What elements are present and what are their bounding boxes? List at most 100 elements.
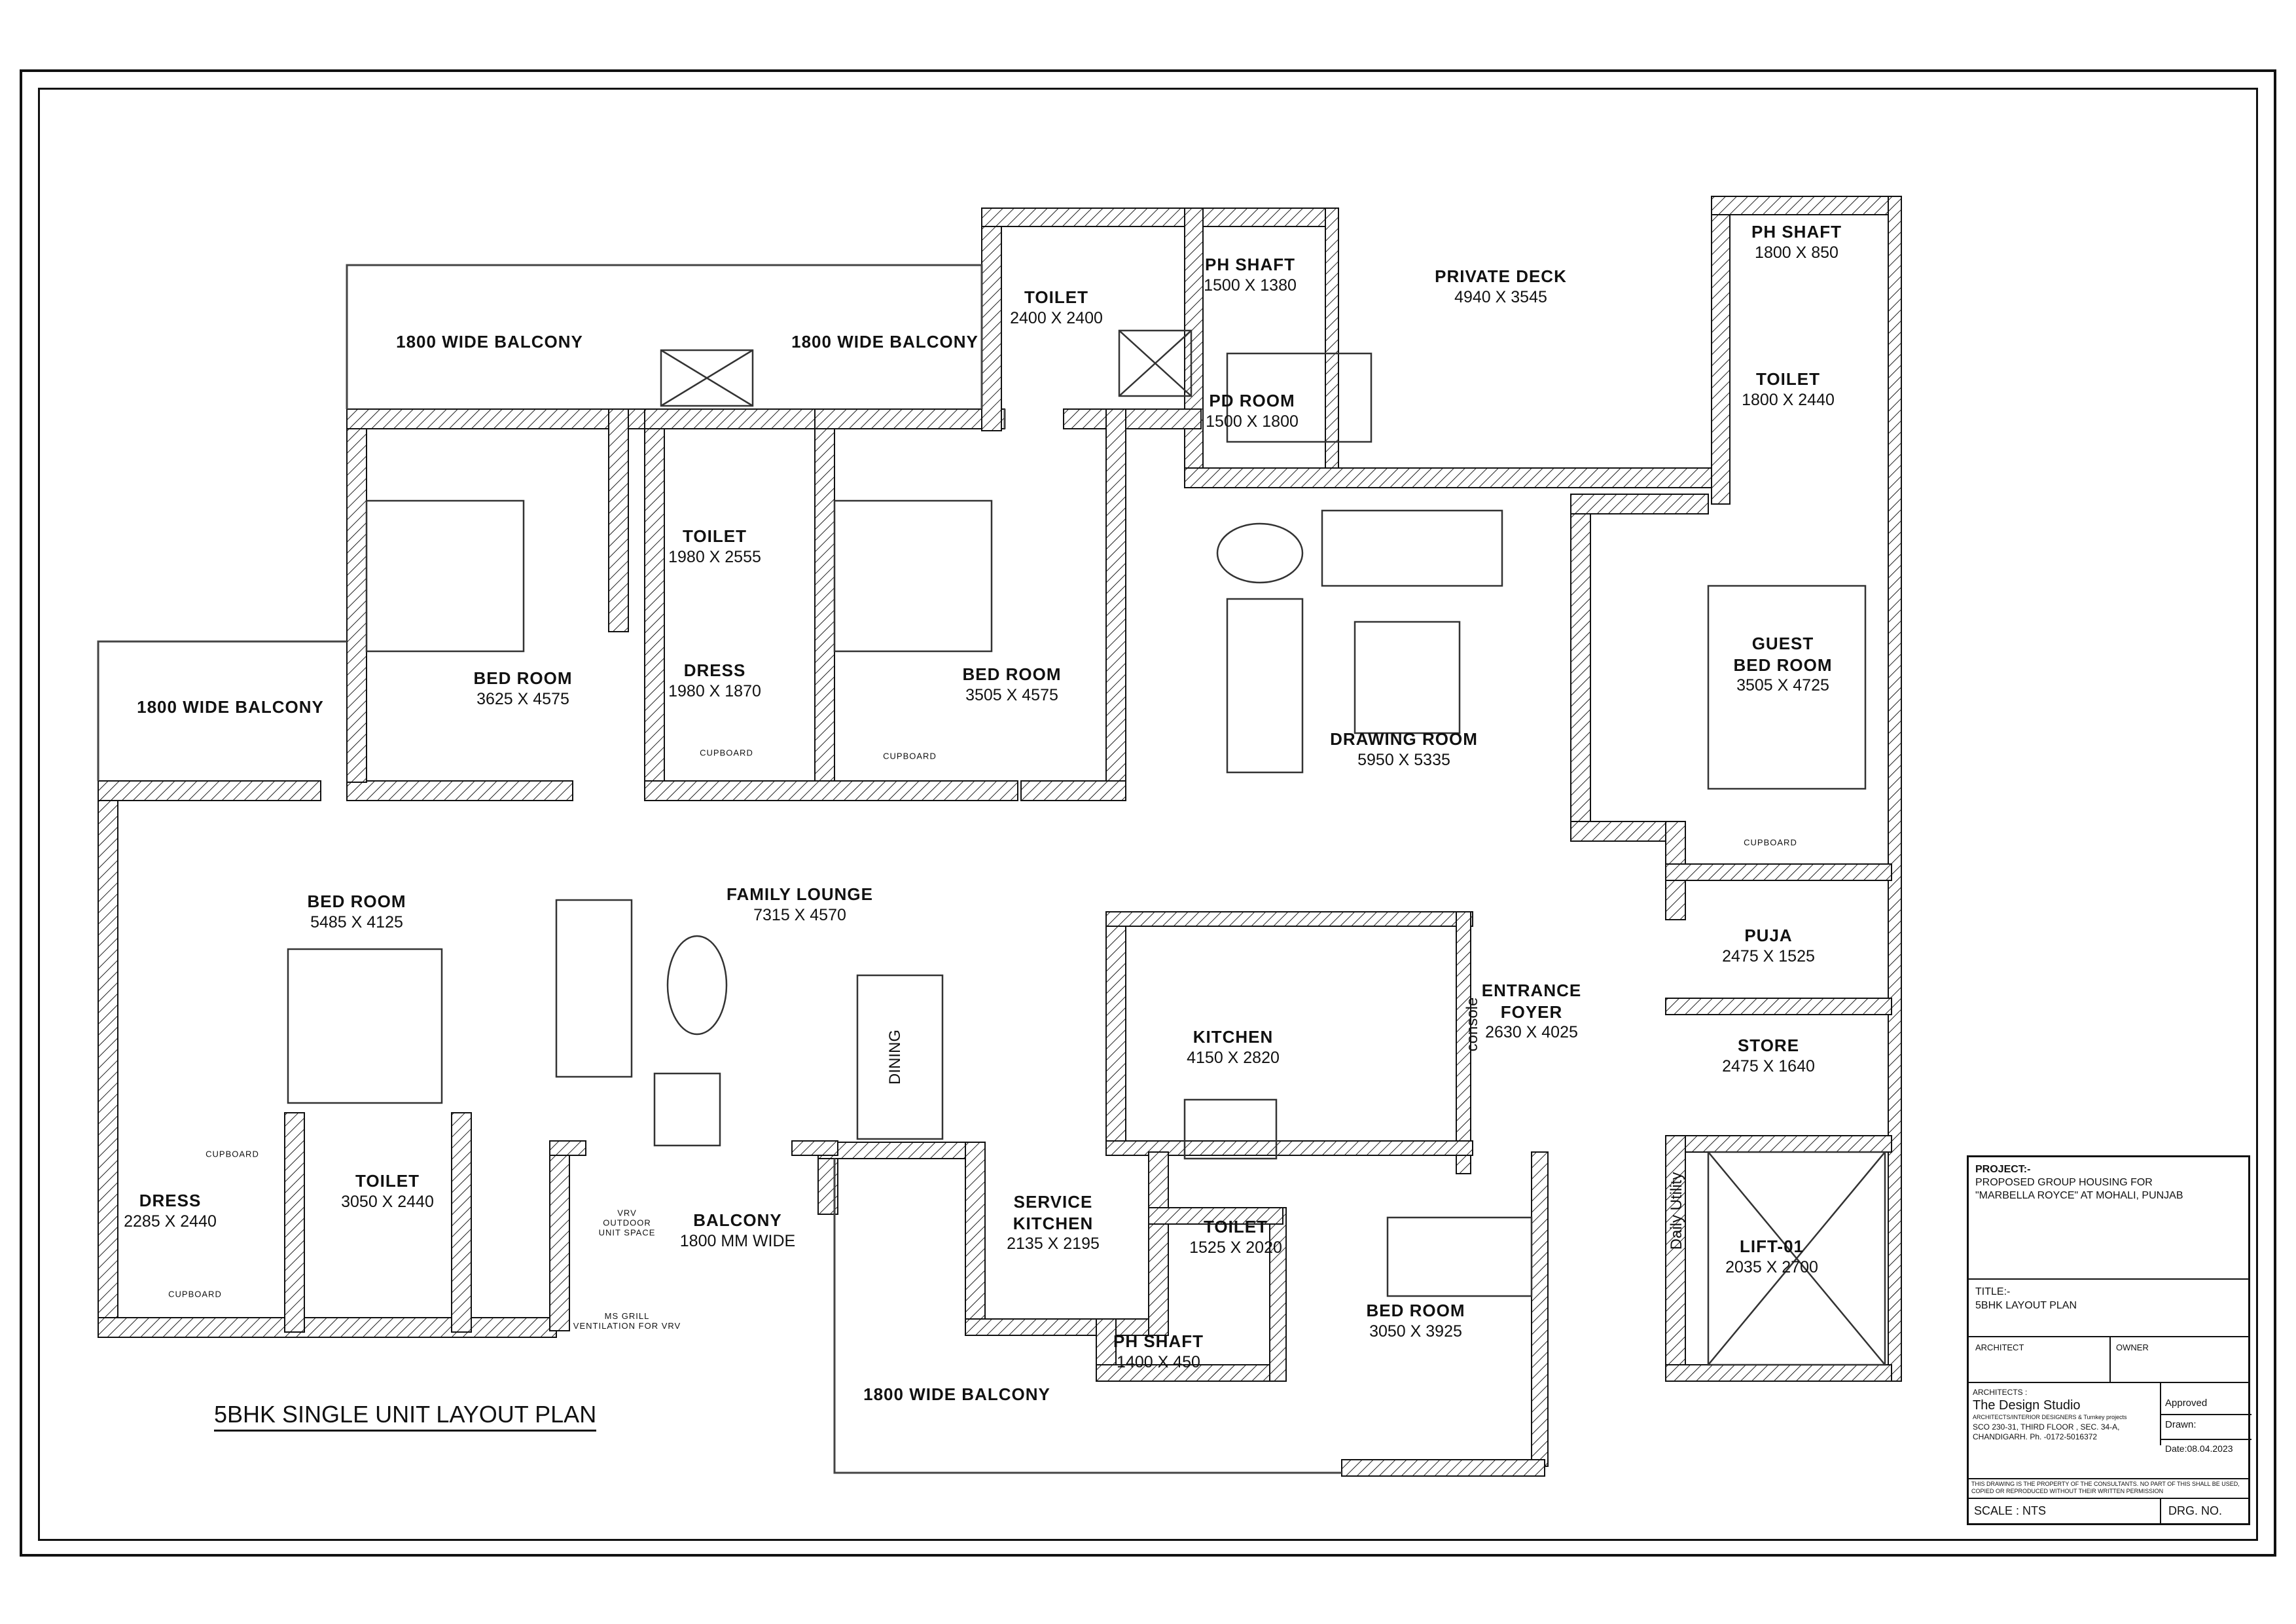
title-value: 5BHK LAYOUT PLAN (1975, 1300, 2077, 1311)
console-label: console (1463, 997, 1481, 1052)
room-dimensions: 3505 X 4725 (1736, 676, 1829, 695)
room-dimensions: 2630 X 4025 (1485, 1022, 1578, 1041)
room-label-balcony-s: 1800 WIDE BALCONY (863, 1384, 1050, 1405)
room-name: 1800 WIDE BALCONY (137, 696, 324, 717)
room-dimensions: 7315 X 4570 (753, 905, 846, 924)
room-name: 1800 WIDE BALCONY (396, 331, 583, 352)
architects-label: ARCHITECTS : (1973, 1388, 2028, 1397)
room-dimensions: 4940 X 3545 (1454, 287, 1547, 306)
room-name: PH SHAFT (1113, 1331, 1204, 1352)
room-dimensions: 3625 X 4575 (476, 689, 569, 708)
inner-border (38, 88, 2258, 1541)
room-name: BED ROOM (962, 664, 1062, 685)
balcony-rails (97, 264, 1342, 1474)
firm-name: The Design Studio (1973, 1398, 2081, 1413)
room-dimensions: 1500 X 1800 (1206, 412, 1299, 431)
vrv-label: VRV OUTDOOR UNIT SPACE (598, 1208, 656, 1238)
room-name: TOILET (355, 1171, 420, 1191)
room-name: DRESS (683, 660, 746, 681)
room-name: FAMILY LOUNGE (726, 884, 873, 905)
outer-border (20, 69, 2276, 1557)
approved-label: Approved (2165, 1398, 2208, 1409)
architect-label: ARCHITECT (1975, 1343, 2024, 1352)
room-name: TOILET (1024, 287, 1088, 308)
room-dimensions: 3050 X 2440 (341, 1192, 434, 1211)
room-dimensions: 2285 X 2440 (124, 1212, 217, 1231)
room-dimensions: 1500 X 1380 (1204, 276, 1297, 295)
title-block: PROJECT:- PROPOSED GROUP HOUSING FOR "MA… (1967, 1155, 2251, 1525)
title-label: TITLE:- (1975, 1286, 2011, 1297)
date-label: Date:08.04.2023 (2165, 1443, 2233, 1454)
room-dimensions: 1980 X 1870 (668, 681, 761, 700)
room-dimensions: 1525 X 2020 (1189, 1238, 1282, 1257)
plan-title: 5BHK SINGLE UNIT LAYOUT PLAN (214, 1401, 597, 1432)
room-name: TOILET (1756, 369, 1820, 389)
room-name: SERVICE KITCHEN (1013, 1191, 1094, 1233)
room-name: GUEST BED ROOM (1733, 633, 1833, 675)
room-name: 1800 WIDE BALCONY (863, 1384, 1050, 1404)
room-name: ENTRANCE FOYER (1481, 980, 1582, 1022)
room-name: KITCHEN (1193, 1027, 1274, 1047)
room-dimensions: 5485 X 4125 (310, 912, 403, 931)
room-dimensions: 1800 X 2440 (1742, 390, 1835, 409)
room-dimensions: 1400 X 450 (1117, 1352, 1200, 1371)
room-dimensions: 1800 X 850 (1755, 243, 1839, 262)
room-label-balcony-nw: 1800 WIDE BALCONY (396, 331, 583, 353)
room-name: DRAWING ROOM (1330, 729, 1478, 749)
room-dimensions: 2400 X 2400 (1010, 308, 1103, 327)
room-name: PRIVATE DECK (1435, 266, 1567, 287)
room-name: LIFT-01 (1739, 1236, 1804, 1257)
room-label-balcony-w: 1800 WIDE BALCONY (137, 696, 324, 718)
project-line1: PROPOSED GROUP HOUSING FOR (1975, 1177, 2153, 1188)
furniture (287, 329, 1886, 1366)
firm-desc: ARCHITECTS/INTERIOR DESIGNERS & Turnkey … (1973, 1414, 2127, 1420)
cupboard-label-3: CUPBOARD (1744, 837, 1797, 848)
room-dimensions: 3050 X 3925 (1369, 1322, 1462, 1341)
room-name: DRESS (139, 1191, 202, 1211)
cupboard-label-1: CUPBOARD (700, 748, 753, 758)
room-dimensions: 3505 X 4575 (965, 685, 1058, 704)
room-name: BED ROOM (307, 892, 406, 912)
room-dimensions: 5950 X 5335 (1357, 750, 1450, 769)
room-dimensions: 2475 X 1525 (1722, 947, 1815, 965)
room-dimensions: 2035 X 2700 (1725, 1257, 1818, 1276)
room-name: BED ROOM (1366, 1301, 1465, 1321)
drawn-label: Drawn: (2165, 1419, 2197, 1430)
room-label-balcony-n: 1800 WIDE BALCONY (791, 331, 978, 353)
room-name: BALCONY (693, 1210, 782, 1231)
owner-label: OWNER (2116, 1343, 2149, 1352)
cupboard-label-5: CUPBOARD (168, 1289, 222, 1299)
ms-grill-label: MS GRILL VENTILATION FOR VRV (573, 1311, 681, 1331)
room-name: PD ROOM (1209, 391, 1295, 411)
cupboard-label-2: CUPBOARD (883, 751, 937, 761)
room-name: PH SHAFT (1204, 255, 1295, 275)
firm-addr2: CHANDIGARH. Ph. -0172-5016372 (1973, 1432, 2098, 1441)
firm-addr1: SCO 230-31, THIRD FLOOR , SEC. 34-A, (1973, 1422, 2120, 1432)
drg-no-label: DRG. NO. (2168, 1504, 2223, 1517)
dining-label: DINING (886, 1030, 904, 1085)
ownership-notice: THIS DRAWING IS THE PROPERTY OF THE CONS… (1971, 1481, 2240, 1494)
room-name: TOILET (1204, 1217, 1268, 1237)
